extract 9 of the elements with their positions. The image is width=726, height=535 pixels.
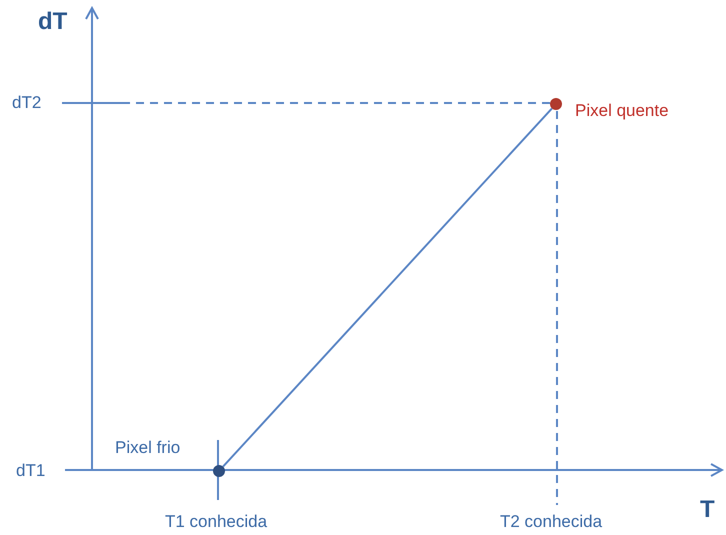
axis-title: T (700, 496, 715, 524)
tick-label: T2 conhecida (500, 512, 602, 532)
point-label: Pixel frio (115, 438, 180, 458)
tick-label: dT1 (16, 461, 46, 481)
axis-title: dT (38, 8, 68, 36)
connector-line (222, 108, 553, 468)
tick-label: T1 conhecida (165, 512, 268, 532)
point-label: Pixel quente (575, 101, 669, 121)
tick-label: dT2 (12, 93, 42, 113)
